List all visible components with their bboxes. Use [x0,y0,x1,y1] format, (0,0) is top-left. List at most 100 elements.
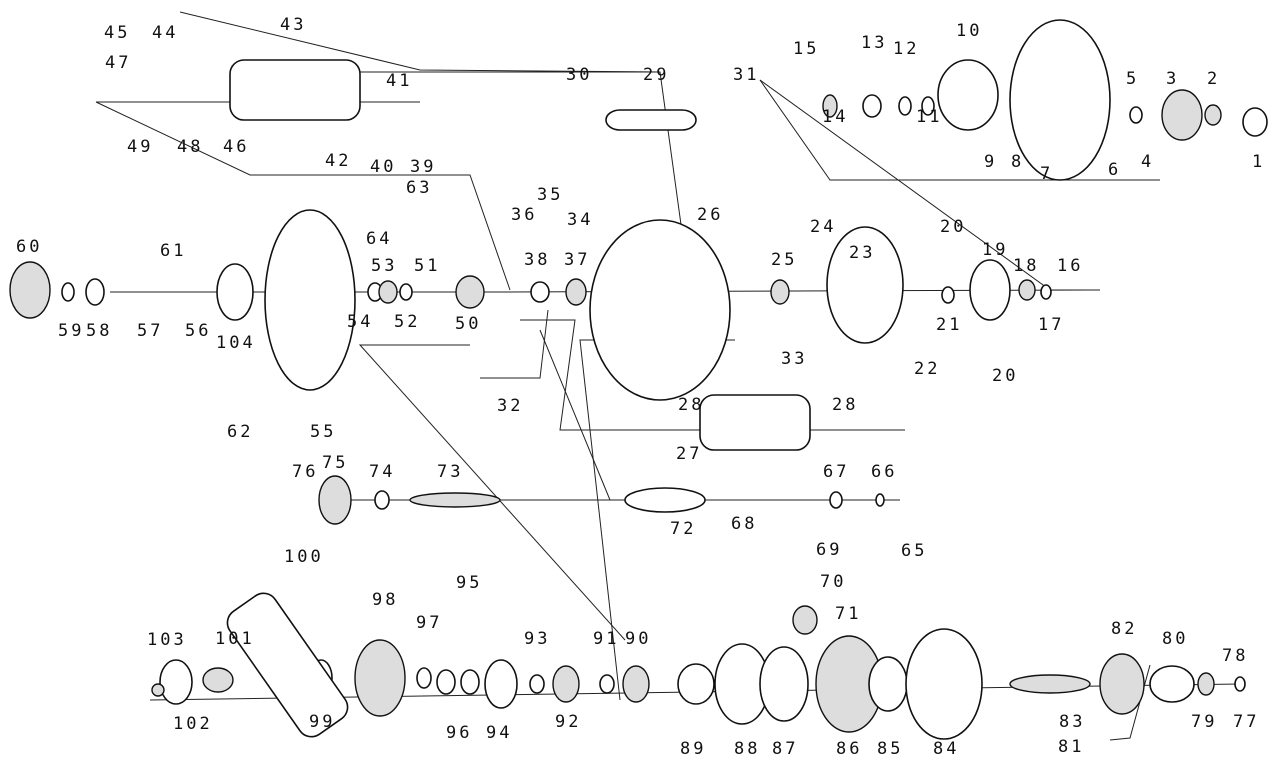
nut-part [792,605,818,635]
part-number-label: 94 [486,723,512,743]
part-number-label: 36 [511,205,537,225]
part-number-label: 54 [347,312,373,332]
washer-part [759,646,809,722]
bearing-part [378,280,398,304]
part-number-label: 20 [940,217,966,237]
part-number-label: 4 [1141,152,1154,172]
part-number-label: 67 [823,462,849,482]
washer-part [599,674,615,694]
part-number-label: 79 [1191,712,1217,732]
part-number-label: 28 [678,395,704,415]
screw-part [151,683,165,697]
part-number-label: 43 [280,15,306,35]
washer-part [862,94,882,118]
part-number-label: 24 [810,217,836,237]
part-number-label: 58 [86,321,112,341]
part-number-label: 90 [625,629,651,649]
part-number-label: 26 [697,205,723,225]
part-number-label: 48 [177,137,203,157]
part-number-label: 72 [670,519,696,539]
assembly-line [480,309,549,379]
washer-part [921,96,935,116]
gear-part [318,475,352,525]
bearing-part [822,94,838,118]
part-number-label: 93 [524,629,550,649]
part-number-label: 51 [414,256,440,276]
part-number-label: 35 [537,185,563,205]
assembly-line [539,329,611,501]
part-number-label: 61 [160,241,186,261]
pinion-part [455,275,485,309]
part-number-label: 96 [446,723,472,743]
washer-part [61,282,75,302]
part-number-label: 1 [1252,152,1265,172]
part-number-label: 81 [1058,737,1084,757]
clutch-assembly-part [229,59,361,121]
washer-part [436,669,456,695]
plate-part [1149,665,1195,703]
part-number-label: 68 [731,514,757,534]
part-number-label: 5 [1126,69,1139,89]
washer-part [529,674,545,694]
part-number-label: 27 [676,444,702,464]
part-number-label: 50 [455,314,481,334]
part-number-label: 17 [1038,315,1064,335]
part-number-label: 37 [564,250,590,270]
part-number-label: 22 [914,359,940,379]
tube-part [624,487,706,513]
assembly-line [350,71,691,291]
clip-part [1234,676,1246,692]
part-number-label: 23 [849,243,875,263]
part-number-label: 19 [982,240,1008,260]
part-number-label: 76 [292,462,318,482]
part-number-label: 38 [524,250,550,270]
part-number-label: 88 [734,739,760,759]
part-number-label: 83 [1059,712,1085,732]
part-number-label: 99 [309,712,335,732]
part-number-label: 89 [680,739,706,759]
ratchet-part [905,628,983,740]
handle-arm-part [226,592,349,738]
worm-shaft-part [409,492,501,508]
part-number-label: 87 [772,739,798,759]
part-number-label: 46 [223,137,249,157]
retainer-part [159,659,193,705]
washer-part [416,667,432,689]
part-number-label: 14 [822,107,848,127]
part-number-label: 63 [406,178,432,198]
part-number-label: 21 [936,315,962,335]
part-number-label: 70 [820,572,846,592]
sleeve-part [677,663,715,705]
part-number-label: 15 [793,39,819,59]
cap-part [969,259,1011,321]
part-number-label: 2 [1207,69,1220,89]
part-number-label: 100 [284,547,324,567]
part-number-label: 8 [1011,152,1024,172]
part-number-label: 12 [893,39,919,59]
part-number-label: 80 [1162,629,1188,649]
washer-part [898,96,912,116]
part-number-label: 57 [137,321,163,341]
part-number-label: 64 [366,229,392,249]
part-number-label: 91 [593,629,619,649]
bearing-part [622,665,650,703]
part-number-label: 59 [58,321,84,341]
part-number-label: 65 [901,541,927,561]
washer-part [1040,284,1052,300]
part-number-label: 10 [956,21,982,41]
spool-part [826,226,904,344]
part-number-label: 18 [1013,256,1039,276]
part-number-label: 13 [861,33,887,53]
part-number-label: 7 [1040,164,1053,184]
cap-screw-part [1242,107,1268,137]
part-number-label: 45 [104,23,130,43]
part-number-label: 52 [394,312,420,332]
part-number-label: 32 [497,396,523,416]
frame-part [589,219,731,401]
part-number-label: 20 [992,366,1018,386]
part-number-label: 62 [227,422,253,442]
washer-part [875,493,885,507]
washer-part [829,491,843,509]
part-number-label: 33 [781,349,807,369]
